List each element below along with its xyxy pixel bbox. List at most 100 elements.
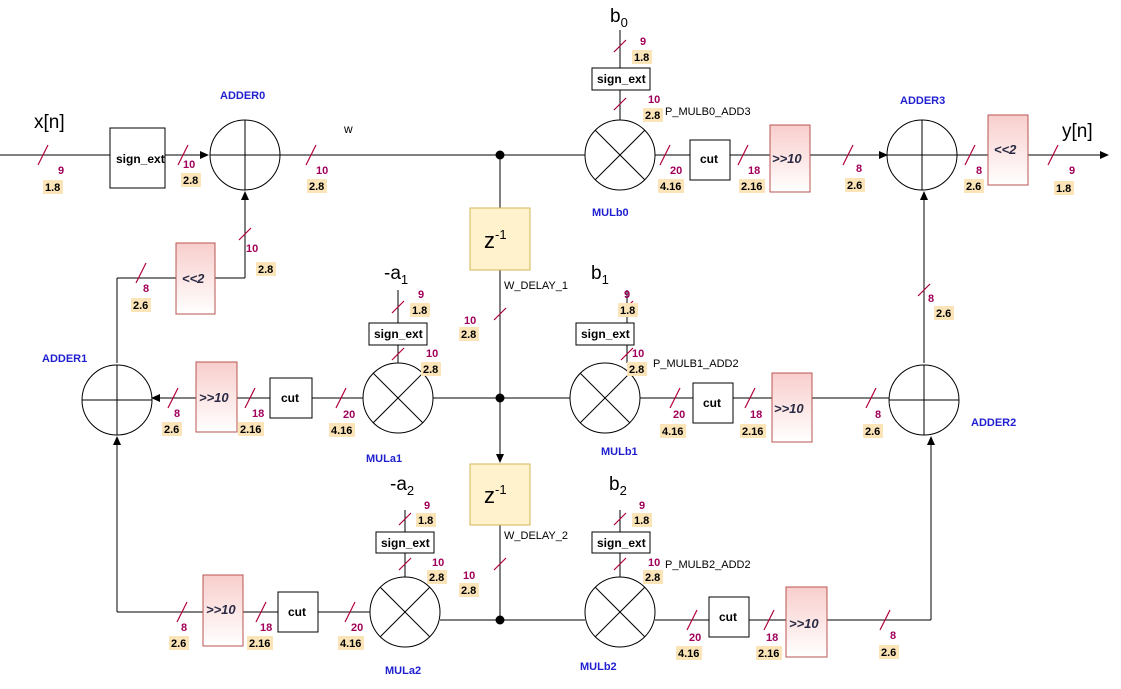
svg-text:2.16: 2.16 — [240, 424, 261, 436]
svg-text:20: 20 — [689, 632, 701, 644]
svg-text:10: 10 — [316, 165, 328, 177]
svg-text:20: 20 — [673, 409, 685, 421]
mulb1-label: MULb1 — [601, 446, 638, 458]
adder1: ADDER1 — [42, 353, 153, 436]
svg-text:sign_ext: sign_ext — [581, 327, 630, 341]
svg-text:1.8: 1.8 — [45, 182, 60, 194]
svg-text:18: 18 — [766, 632, 778, 644]
sign-ext-input: sign_ext — [109, 127, 166, 189]
input-label: x[n] — [34, 112, 65, 133]
svg-text:2.6: 2.6 — [966, 181, 981, 193]
svg-text:2.16: 2.16 — [742, 426, 763, 438]
cut-top: cut — [689, 139, 731, 181]
shift-right-mid-right: >>10 — [771, 372, 813, 443]
coef-b1: b1 — [591, 263, 609, 287]
bus-slashes — [37, 39, 1059, 631]
svg-text:sign_ext: sign_ext — [116, 152, 165, 166]
adder1-label: ADDER1 — [42, 353, 87, 365]
svg-text:sign_ext: sign_ext — [374, 327, 423, 341]
sign-ext-b0: sign_ext — [591, 67, 651, 91]
state-label: w — [343, 122, 353, 136]
cut-mid-left: cut — [269, 377, 313, 419]
adder3-label: ADDER3 — [900, 95, 945, 107]
svg-text:9: 9 — [58, 165, 64, 177]
svg-text:8: 8 — [928, 293, 934, 305]
svg-text:10: 10 — [648, 94, 660, 106]
shift-left-feedback: <<2 — [175, 242, 216, 315]
mulb2: MULb2 — [580, 576, 656, 673]
signal-p-mulb2: P_MULB2_ADD2 — [665, 559, 751, 571]
svg-text:2.8: 2.8 — [461, 329, 476, 341]
svg-text:cut: cut — [288, 605, 306, 619]
sign-ext-a1: sign_ext — [368, 322, 428, 346]
mula2-label: MULa2 — [385, 665, 421, 677]
svg-text:1.8: 1.8 — [634, 52, 649, 64]
svg-text:8: 8 — [181, 622, 187, 634]
svg-text:>>10: >>10 — [789, 616, 819, 631]
svg-text:20: 20 — [351, 622, 363, 634]
svg-text:8: 8 — [875, 409, 881, 421]
svg-text:2.16: 2.16 — [249, 638, 270, 650]
coef-a1: -a1 — [384, 263, 408, 287]
delay-1: z-1 — [469, 207, 531, 271]
mulb0-label: MULb0 — [592, 207, 629, 219]
svg-text:18: 18 — [750, 409, 762, 421]
junction-dot — [495, 150, 505, 160]
svg-text:10: 10 — [246, 243, 258, 255]
junction-dot — [495, 615, 505, 625]
svg-text:4.16: 4.16 — [331, 425, 352, 437]
svg-text:9: 9 — [624, 289, 630, 301]
svg-text:8: 8 — [890, 630, 896, 642]
w-delay-1-label: W_DELAY_1 — [504, 280, 568, 292]
cut-bottom-left: cut — [277, 591, 319, 633]
sign-ext-b2: sign_ext — [591, 531, 651, 554]
svg-text:2.6: 2.6 — [133, 300, 148, 312]
svg-text:2.6: 2.6 — [881, 647, 896, 659]
svg-text:18: 18 — [260, 622, 272, 634]
svg-text:4.16: 4.16 — [340, 638, 361, 650]
coef-a2: -a2 — [390, 474, 414, 498]
svg-text:18: 18 — [748, 165, 760, 177]
svg-text:sign_ext: sign_ext — [597, 72, 646, 86]
svg-text:>>10: >>10 — [772, 151, 802, 166]
svg-text:2.8: 2.8 — [423, 364, 438, 376]
svg-text:2.16: 2.16 — [758, 648, 779, 660]
svg-text:cut: cut — [281, 391, 299, 405]
signal-p-mulb0: P_MULB0_ADD3 — [665, 106, 751, 118]
adder2-label: ADDER2 — [971, 417, 1016, 429]
svg-text:>>10: >>10 — [199, 390, 229, 405]
svg-text:20: 20 — [343, 409, 355, 421]
svg-text:2.8: 2.8 — [461, 585, 476, 597]
mula1: MULa1 — [362, 362, 434, 465]
mulb1: MULb1 — [569, 362, 641, 458]
junctions — [495, 150, 505, 625]
svg-text:2.6: 2.6 — [847, 180, 862, 192]
cut-bottom-right: cut — [708, 596, 750, 638]
adder0-label: ADDER0 — [220, 90, 265, 102]
svg-text:2.8: 2.8 — [645, 572, 660, 584]
svg-text:2.6: 2.6 — [171, 638, 186, 650]
coef-b2: b2 — [609, 474, 627, 498]
svg-text:<<2: <<2 — [994, 142, 1017, 157]
sign-ext-b1: sign_ext — [575, 322, 635, 346]
svg-text:9: 9 — [1069, 165, 1075, 177]
adder2: ADDER2 — [888, 364, 1016, 436]
svg-text:8: 8 — [174, 408, 180, 420]
svg-text:9: 9 — [639, 500, 645, 512]
svg-text:10: 10 — [648, 557, 660, 569]
svg-text:10: 10 — [463, 570, 475, 582]
mula1-label: MULa1 — [366, 453, 402, 465]
svg-text:>>10: >>10 — [206, 602, 236, 617]
sign-ext-a2: sign_ext — [375, 531, 435, 554]
svg-text:9: 9 — [424, 500, 430, 512]
shift-right-top: >>10 — [769, 124, 811, 193]
svg-text:sign_ext: sign_ext — [597, 536, 646, 550]
shift-right-mid-left: >>10 — [195, 361, 238, 433]
svg-text:2.8: 2.8 — [645, 110, 660, 122]
svg-text:1.8: 1.8 — [620, 305, 635, 317]
wires — [0, 30, 1109, 621]
shift-left-out: <<2 — [987, 114, 1029, 186]
svg-text:cut: cut — [703, 396, 721, 410]
cut-mid-right: cut — [692, 382, 734, 424]
